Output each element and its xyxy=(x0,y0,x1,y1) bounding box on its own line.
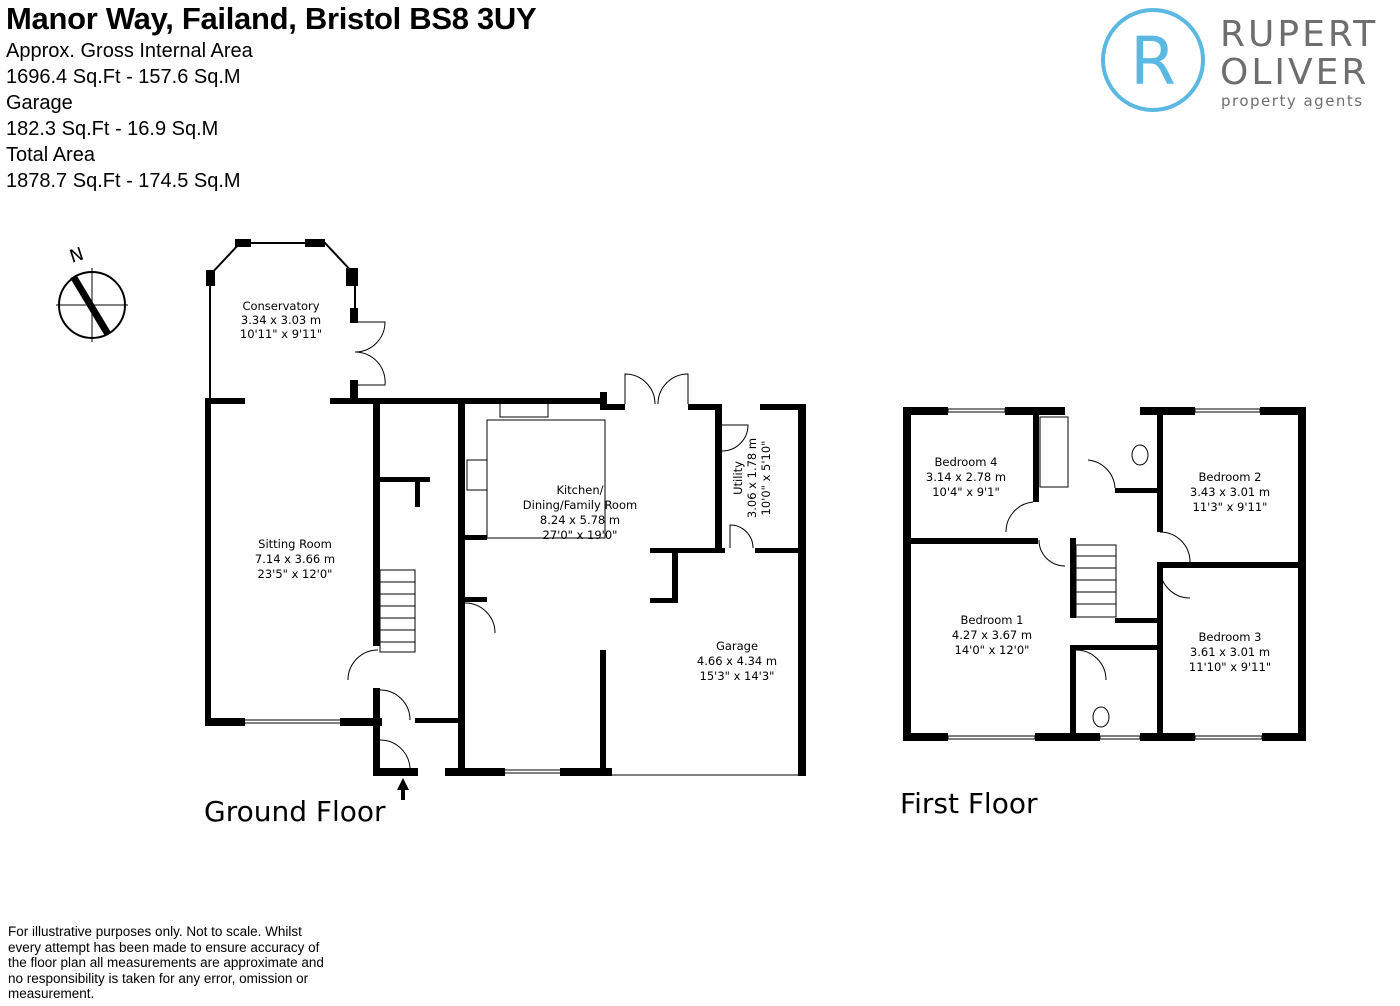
logo-line-1: RUPERT xyxy=(1220,14,1378,55)
room-metric: 3.43 x 3.01 m xyxy=(1190,485,1270,499)
ground-floor-rooms: Conservatory 3.34 x 3.03 m 10'11" x 9'11… xyxy=(204,299,777,828)
garage-area-label: Garage xyxy=(6,92,73,114)
room-imperial: 14'0" x 12'0" xyxy=(955,643,1030,657)
gia-label: Approx. Gross Internal Area xyxy=(6,40,253,62)
ground-floor-walls xyxy=(205,239,806,800)
gia-value: 1696.4 Sq.Ft - 157.6 Sq.M xyxy=(6,66,241,88)
first-floor-walls xyxy=(903,407,1306,741)
entrance-arrow-icon xyxy=(397,778,409,800)
room-name: Bedroom 1 xyxy=(961,613,1024,627)
property-header: Manor Way, Failand, Bristol BS8 3UY Appr… xyxy=(6,0,537,194)
room-imperial: 27'0" x 19'0" xyxy=(543,528,618,542)
room-imperial: 11'10" x 9'11" xyxy=(1189,660,1271,674)
ground-floor-label: Ground Floor xyxy=(204,795,386,828)
first-floor-rooms: Bedroom 4 3.14 x 2.78 m 10'4" x 9'1" Bed… xyxy=(900,455,1271,820)
room-metric: 4.66 x 4.34 m xyxy=(697,654,777,668)
room-imperial: 23'5" x 12'0" xyxy=(258,567,333,581)
room-name: Kitchen/ xyxy=(556,483,603,497)
first-floor-label: First Floor xyxy=(900,787,1038,820)
room-utility: Utility 3.06 x 1.78 m 10'0" x 5'10" xyxy=(731,438,773,518)
room-bedroom-4: Bedroom 4 3.14 x 2.78 m 10'4" x 9'1" xyxy=(926,455,1006,499)
room-name: Bedroom 4 xyxy=(935,455,998,469)
room-name: Bedroom 2 xyxy=(1199,470,1262,484)
room-imperial: 11'3" x 9'11" xyxy=(1193,500,1268,514)
room-metric: 7.14 x 3.66 m xyxy=(255,552,335,566)
logo-line-2: OLIVER xyxy=(1220,52,1369,93)
company-logo: R RUPERT OLIVER property agents xyxy=(1101,8,1378,112)
logo-monogram: R xyxy=(1130,23,1176,100)
total-area-value: 1878.7 Sq.Ft - 174.5 Sq.M xyxy=(6,170,241,192)
logo-line-3: property agents xyxy=(1221,92,1364,110)
room-garage: Garage 4.66 x 4.34 m 15'3" x 14'3" xyxy=(697,639,777,683)
room-imperial: 10'4" x 9'1" xyxy=(932,485,1000,499)
room-metric: 3.14 x 2.78 m xyxy=(926,470,1006,484)
room-name: Conservatory xyxy=(242,299,319,313)
room-name: Sitting Room xyxy=(258,537,332,551)
room-metric: 4.27 x 3.67 m xyxy=(952,628,1032,642)
room-bedroom-3: Bedroom 3 3.61 x 3.01 m 11'10" x 9'11" xyxy=(1189,630,1271,674)
property-address: Manor Way, Failand, Bristol BS8 3UY xyxy=(6,1,537,36)
room-kitchen: Kitchen/ Dining/Family Room 8.24 x 5.78 … xyxy=(523,483,637,542)
room-sitting-room: Sitting Room 7.14 x 3.66 m 23'5" x 12'0" xyxy=(255,537,335,581)
compass-north-icon: N xyxy=(56,244,128,342)
room-conservatory: Conservatory 3.34 x 3.03 m 10'11" x 9'11… xyxy=(240,299,322,341)
total-area-label: Total Area xyxy=(6,144,95,166)
room-name: Bedroom 3 xyxy=(1199,630,1262,644)
room-bedroom-1: Bedroom 1 4.27 x 3.67 m 14'0" x 12'0" xyxy=(952,613,1032,657)
disclaimer: For illustrative purposes only. Not to s… xyxy=(8,924,324,1001)
room-name-2: Dining/Family Room xyxy=(523,498,637,512)
room-imperial: 10'11" x 9'11" xyxy=(240,327,322,341)
room-imperial: 15'3" x 14'3" xyxy=(700,669,775,683)
room-metric: 8.24 x 5.78 m xyxy=(540,513,620,527)
room-metric: 3.06 x 1.78 m xyxy=(745,438,759,518)
logo-circle xyxy=(1101,8,1205,112)
room-imperial: 10'0" x 5'10" xyxy=(759,441,773,516)
compass-label: N xyxy=(67,244,86,268)
room-name: Utility xyxy=(731,461,745,495)
room-metric: 3.34 x 3.03 m xyxy=(241,313,321,327)
room-metric: 3.61 x 3.01 m xyxy=(1190,645,1270,659)
room-name: Garage xyxy=(716,639,758,653)
room-bedroom-2: Bedroom 2 3.43 x 3.01 m 11'3" x 9'11" xyxy=(1190,470,1270,514)
garage-area-value: 182.3 Sq.Ft - 16.9 Sq.M xyxy=(6,118,219,140)
